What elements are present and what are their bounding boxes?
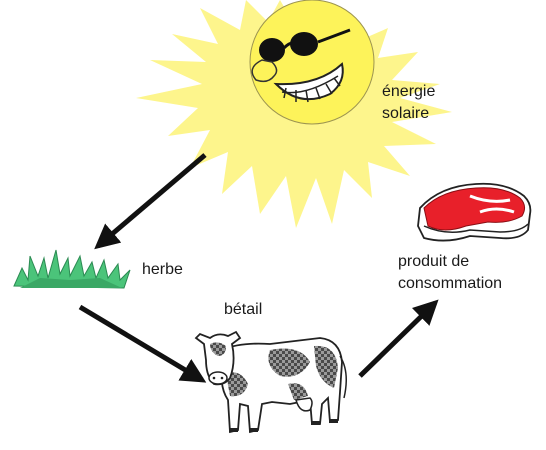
arrow-cattle-to-product [360,303,435,376]
product-label-line1: produit de [398,252,469,272]
sun-nose [252,60,276,81]
steak-icon [418,184,530,241]
grass-label: herbe [142,260,183,280]
sun-label-line1: énergie [382,82,435,102]
cow-icon [196,332,346,432]
grass-icon [14,250,130,288]
product-label-line2: consommation [398,274,502,294]
cattle-label: bétail [224,300,262,320]
sun-label-line2: solaire [382,104,429,124]
arrow-sun-to-grass [98,155,205,246]
arrow-grass-to-cattle [80,307,202,380]
